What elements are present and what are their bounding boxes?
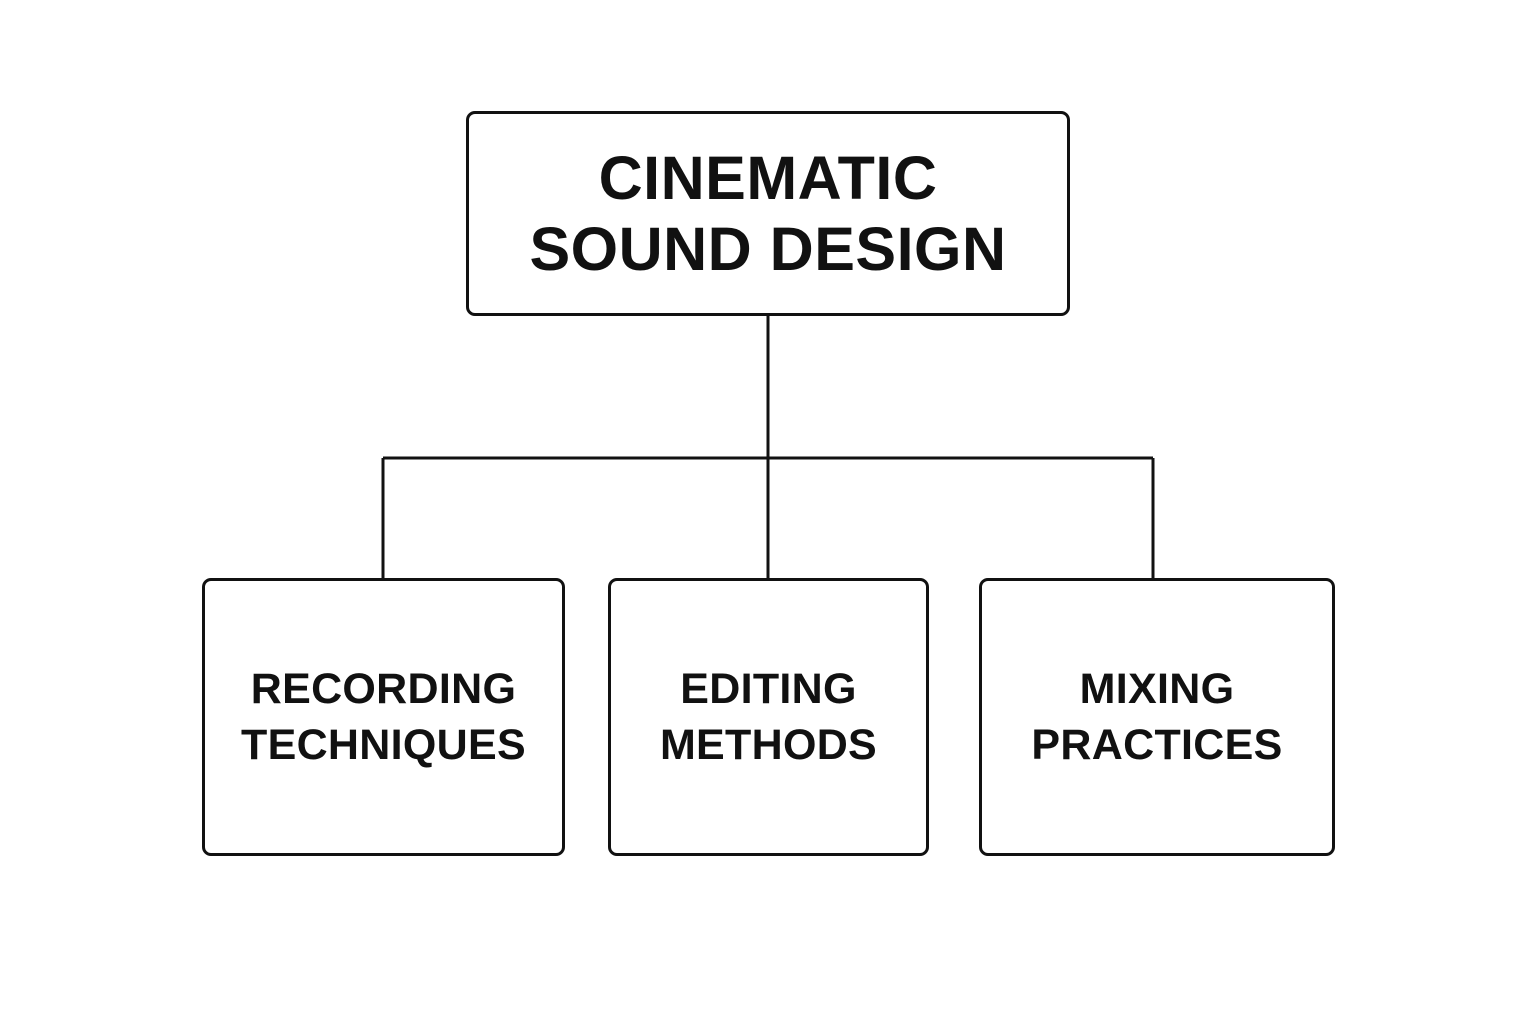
child-node-mixing: MIXING PRACTICES — [979, 578, 1335, 856]
root-node: CINEMATIC SOUND DESIGN — [466, 111, 1070, 316]
root-title-line-2: SOUND DESIGN — [529, 214, 1007, 283]
child-label-line-2: PRACTICES — [1031, 721, 1283, 769]
child-label-line-2: TECHNIQUES — [241, 721, 526, 769]
child-node-editing: EDITING METHODS — [608, 578, 929, 856]
child-node-recording: RECORDING TECHNIQUES — [202, 578, 565, 856]
child-label-line-2: METHODS — [659, 721, 878, 769]
root-title-line-1: CINEMATIC — [598, 143, 938, 212]
child-label-line-1: EDITING — [680, 665, 857, 713]
child-label-line-1: RECORDING — [250, 665, 517, 713]
child-label-line-1: MIXING — [1079, 665, 1235, 713]
